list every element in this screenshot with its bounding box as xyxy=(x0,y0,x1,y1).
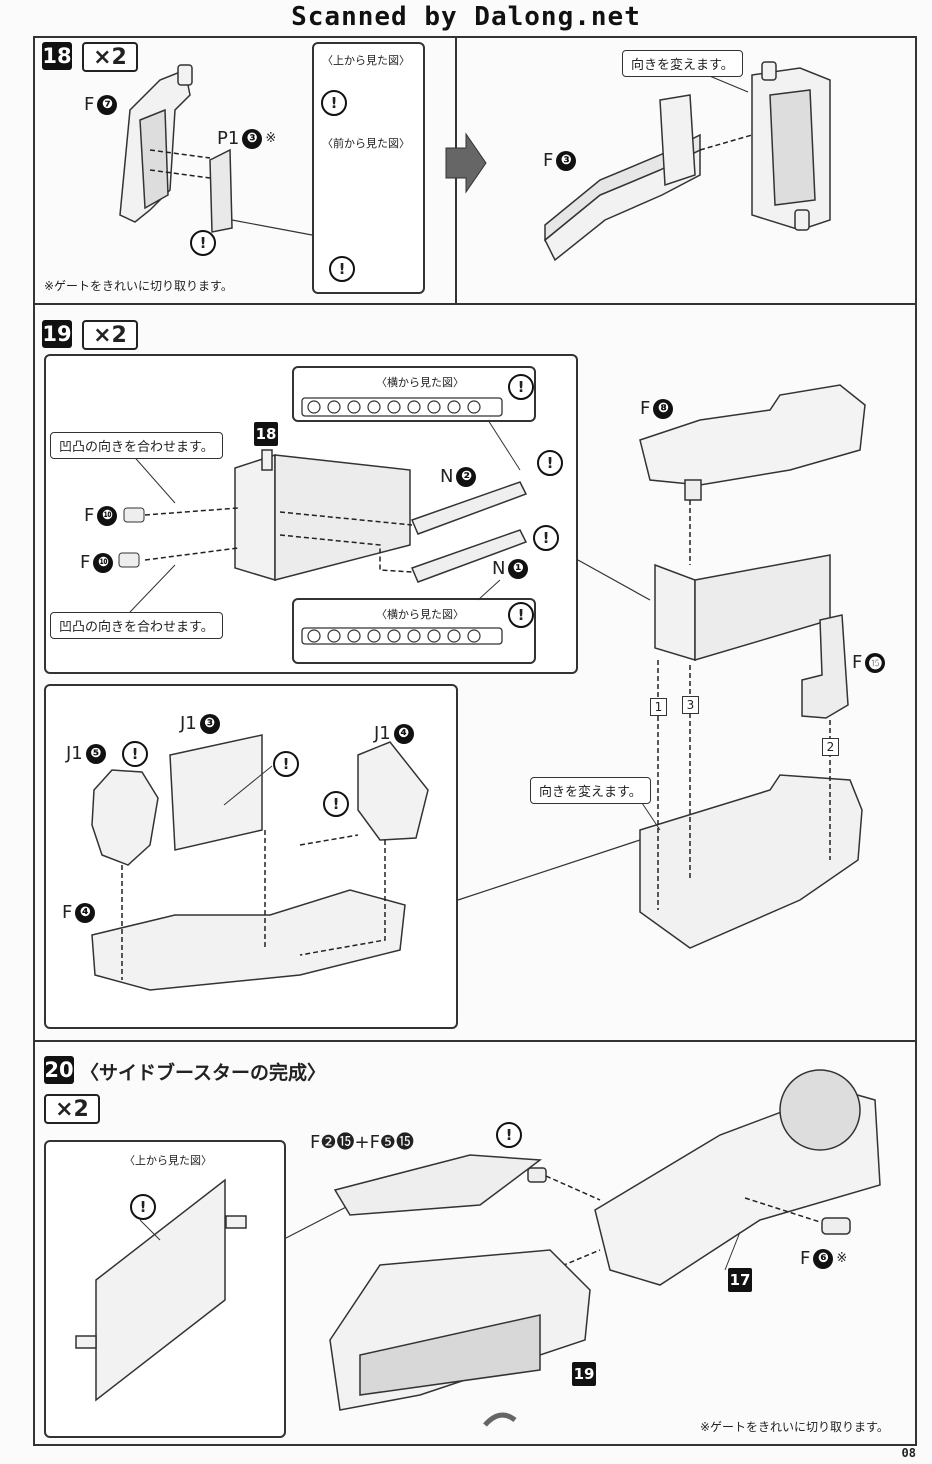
warning-icon: ! xyxy=(122,741,148,767)
step-20-gate-note: ※ゲートをきれいに切り取ります。 xyxy=(700,1420,889,1434)
page-number: 08 xyxy=(901,1446,916,1460)
align-note-bottom: 凹凸の向きを合わせます。 xyxy=(50,612,223,639)
side-view-label-bottom: 〈横から見た図〉 xyxy=(376,608,464,621)
step-20-number: 20 xyxy=(44,1056,74,1084)
warning-icon: ! xyxy=(508,374,534,400)
warning-icon: ! xyxy=(537,450,563,476)
step-19-number: 19 xyxy=(42,320,72,348)
warning-icon: ! xyxy=(508,602,534,628)
step-reference-18: 18 xyxy=(254,422,278,446)
step-18-number: 18 xyxy=(42,42,72,70)
step-20-multiplier: ×2 xyxy=(44,1094,100,1124)
reorient-label-19: 向きを変えます。 xyxy=(530,777,651,804)
warning-icon: ! xyxy=(496,1122,522,1148)
divider-19-20 xyxy=(33,1040,917,1042)
watermark: Scanned by Dalong.net xyxy=(291,2,641,32)
align-note-top: 凹凸の向きを合わせます。 xyxy=(50,432,223,459)
step-19-multiplier: ×2 xyxy=(82,320,138,350)
step-reference-17: 17 xyxy=(728,1268,752,1292)
warning-icon: ! xyxy=(533,525,559,551)
warning-icon: ! xyxy=(323,791,349,817)
step-18-multiplier: ×2 xyxy=(82,42,138,72)
side-view-label-top: 〈横から見た図〉 xyxy=(376,376,464,389)
divider-18-19 xyxy=(33,303,917,305)
warning-icon: ! xyxy=(190,230,216,256)
warning-icon: ! xyxy=(273,751,299,777)
sequence-1: 1 xyxy=(650,698,667,716)
step-20-title: 〈サイドブースターの完成〉 xyxy=(80,1062,327,1084)
warning-icon: ! xyxy=(321,90,347,116)
step-20-view-top-label: 〈上から見た図〉 xyxy=(124,1154,212,1167)
gate-note: ※ゲートをきれいに切り取ります。 xyxy=(44,279,233,293)
step-reference-19: 19 xyxy=(572,1362,596,1386)
reorient-label: 向きを変えます。 xyxy=(622,50,743,77)
sequence-3: 3 xyxy=(682,696,699,714)
sequence-2: 2 xyxy=(822,738,839,756)
warning-icon: ! xyxy=(130,1194,156,1220)
page-frame xyxy=(33,36,917,1446)
view-top-label: 〈上から見た図〉 xyxy=(322,54,410,67)
warning-icon: ! xyxy=(329,256,355,282)
part-label-f2-f5: F❷⓯+F❺⓯ xyxy=(310,1132,415,1153)
step-18-detail-panel xyxy=(312,42,425,294)
view-front-label: 〈前から見た図〉 xyxy=(322,137,410,150)
